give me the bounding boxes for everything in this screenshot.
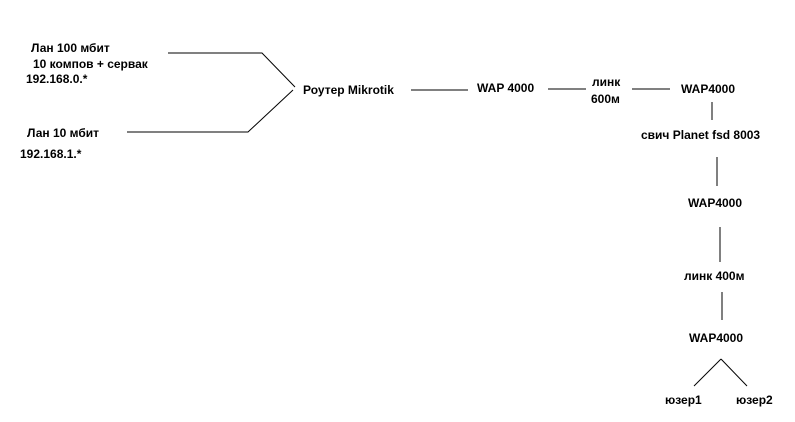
link600-label: линк	[592, 75, 621, 89]
wap4-to-user1-line	[693, 358, 722, 387]
switch-node: свич Planet fsd 8003	[641, 128, 761, 142]
wap2-node: WAP4000	[681, 82, 736, 96]
lan10-to-router-line	[127, 89, 294, 133]
wap4-node: WAP4000	[689, 331, 744, 345]
router-node: Роутер Mikrotik	[303, 83, 394, 97]
lan10-ip: 192.168.1.*	[20, 147, 82, 161]
lan100-label: Лан 100 мбит	[31, 41, 110, 55]
wap3-node: WAP4000	[688, 196, 743, 210]
lan10-label: Лан 10 мбит	[27, 126, 100, 140]
lan100-to-router-line	[168, 52, 296, 88]
link400-label: линк 400м	[684, 269, 745, 283]
link600-distance: 600м	[591, 92, 620, 106]
user1-node: юзер1	[665, 393, 702, 407]
wap4-to-user2-line	[720, 358, 748, 387]
wap1-node: WAP 4000	[477, 81, 535, 95]
lan100-description: 10 компов + сервак	[33, 57, 148, 71]
lan100-ip: 192.168.0.*	[26, 72, 88, 86]
user2-node: юзер2	[736, 393, 773, 407]
